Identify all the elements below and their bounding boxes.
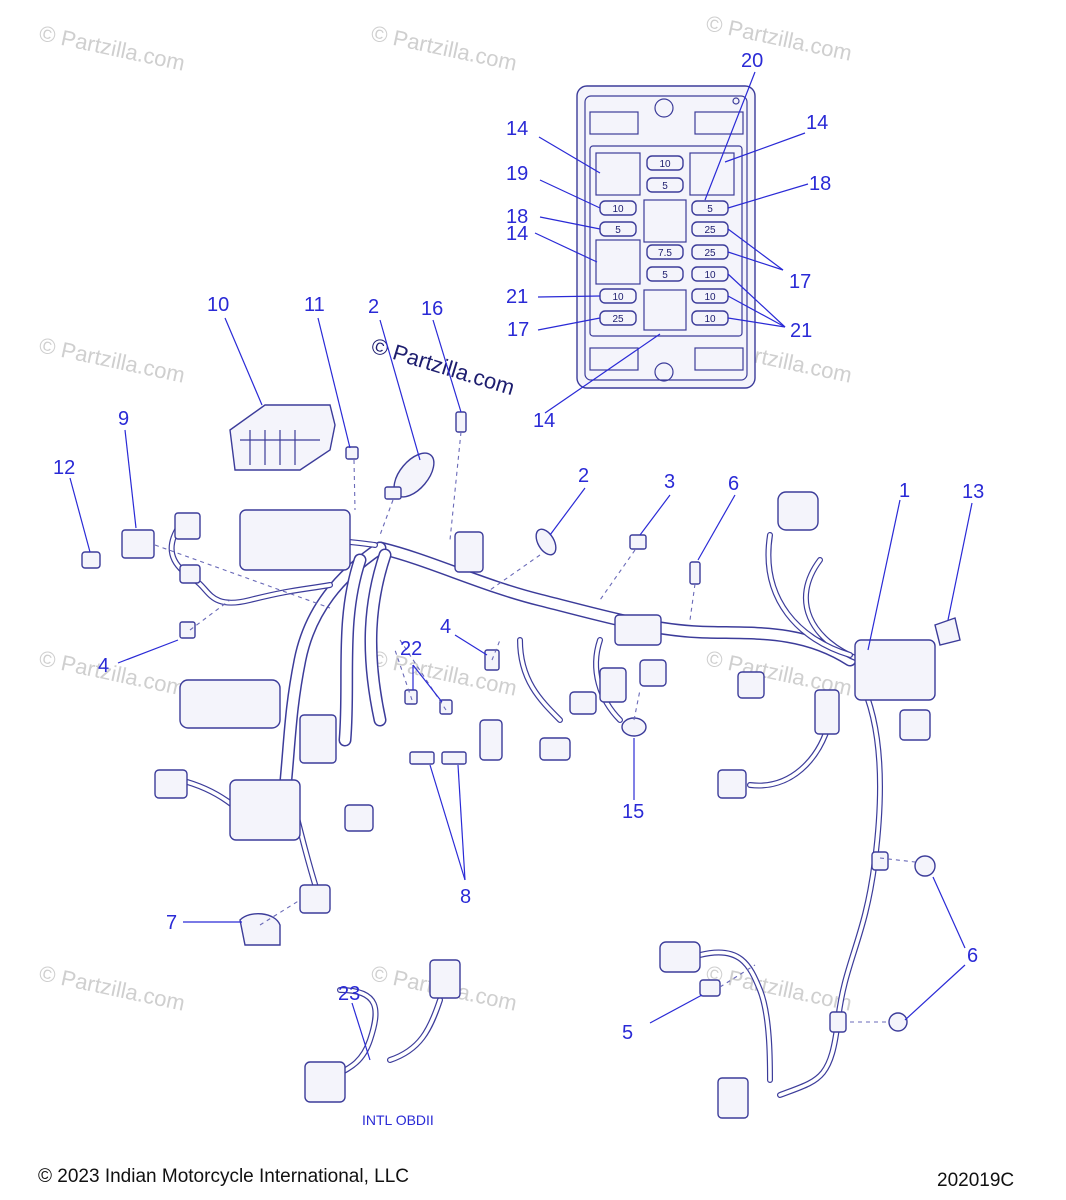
leader-lines: [69, 71, 973, 1061]
part-8-label: [409, 751, 435, 765]
part-9-relay: [121, 529, 155, 559]
diagram-id: 202019C: [937, 1170, 1015, 1191]
fuse: 5: [646, 177, 684, 193]
fuse: 10: [646, 155, 684, 171]
part-13-grommet: [934, 617, 961, 646]
fuse: 10: [691, 266, 729, 282]
fuse: 10: [599, 200, 637, 216]
watermark: © Partzilla.com: [37, 332, 187, 387]
callout-9: 9: [118, 408, 129, 430]
callout-23: 23: [338, 983, 360, 1005]
part-10-cover: [229, 404, 336, 471]
fuse-rating: 10: [704, 270, 716, 281]
callout-17: 17: [507, 319, 529, 341]
callout-14: 14: [506, 223, 528, 245]
fuse: 5: [599, 221, 637, 237]
callout-2: 2: [578, 465, 589, 487]
callout-12: 12: [53, 457, 75, 479]
fuse-rating: 10: [704, 292, 716, 303]
fuse-rating: 10: [659, 159, 671, 170]
fuse: 25: [691, 221, 729, 237]
fuse-rating: 10: [612, 292, 624, 303]
watermark: © Partzilla.com: [704, 10, 854, 65]
callout-10: 10: [207, 294, 229, 316]
callout-18: 18: [506, 206, 528, 228]
fuse-rating: 5: [662, 270, 668, 281]
part-5-clip: [699, 979, 721, 997]
fuse: 25: [599, 310, 637, 326]
fuse-rating: 25: [612, 314, 624, 325]
callout-21: 21: [506, 286, 528, 308]
fuse: 10: [691, 310, 729, 326]
part-4-clip: [179, 621, 196, 639]
callout-21: 21: [790, 320, 812, 342]
callout-7: 7: [166, 912, 177, 934]
watermark: © Partzilla.com: [369, 20, 519, 75]
part-6-push-pin: [689, 561, 701, 585]
callout-5: 5: [622, 1022, 633, 1044]
callout-4: 4: [440, 616, 451, 638]
part-12-clip: [81, 551, 101, 569]
obd-connector: [429, 959, 461, 999]
fuse: 7.5: [646, 244, 684, 260]
part-6-push-pin-b: [914, 855, 936, 877]
watermark: © Partzilla.com: [37, 645, 187, 700]
callout-16: 16: [421, 298, 443, 320]
callout-20: 20: [741, 50, 763, 72]
callout-15: 15: [622, 801, 644, 823]
watermark: © Partzilla.com: [37, 20, 187, 75]
assembly-lines: [154, 431, 916, 1023]
part-11-clip: [345, 446, 359, 460]
callout-3: 3: [664, 471, 675, 493]
fuse-box: 10 5 10 5 7.5 5 10 25 5 25 25 10 10 10: [576, 85, 756, 389]
ecu-connector: [179, 679, 281, 729]
callout-2: 2: [368, 296, 379, 318]
fuse: 10: [599, 288, 637, 304]
fuse-holder-harness: [239, 509, 351, 571]
watermark: © Partzilla.com: [704, 960, 854, 1015]
callout-14: 14: [506, 118, 528, 140]
callout-11: 11: [304, 294, 325, 316]
part-16-clip: [455, 411, 467, 433]
fuse: 5: [691, 200, 729, 216]
callout-6: 6: [728, 473, 739, 495]
callout-8: 8: [460, 886, 471, 908]
fuse-rating: 25: [704, 248, 716, 259]
obd-label: INTL OBDII: [362, 1112, 434, 1128]
callout-13: 13: [962, 481, 984, 503]
callout-14: 14: [533, 410, 555, 432]
fuse-rating: 25: [704, 225, 716, 236]
copyright-text: © 2023 Indian Motorcycle International, …: [38, 1166, 409, 1187]
fuse-rating: 7.5: [658, 248, 672, 259]
part-7-boot: [239, 913, 281, 946]
callout-18: 18: [809, 173, 831, 195]
watermark-center: © Partzilla.com: [369, 333, 518, 400]
fuse-rating: 5: [662, 181, 668, 192]
callout-14: 14: [806, 112, 828, 134]
fuse-rating: 10: [704, 314, 716, 325]
fuse-rating: 5: [615, 225, 621, 236]
part-15-clamp: [621, 717, 647, 737]
callout-19: 19: [506, 163, 528, 185]
fuse: 5: [646, 266, 684, 282]
part-2-tie-b: [535, 528, 557, 556]
fuse: 10: [691, 288, 729, 304]
fuse: 25: [691, 244, 729, 260]
part-3-clip: [629, 534, 647, 550]
fuse-rating: 5: [707, 204, 713, 215]
watermark: © Partzilla.com: [37, 960, 187, 1015]
connector-block-1: [854, 639, 936, 701]
callout-6: 6: [967, 945, 978, 967]
callout-17: 17: [789, 271, 811, 293]
callout-1: 1: [899, 480, 910, 502]
parts: [81, 404, 961, 1119]
callout-22: 22: [400, 638, 422, 660]
callouts: 1 2 2 3 4 4 5 6 6 7 8 9 10 11 12 13 14 1…: [53, 50, 984, 1128]
callout-4: 4: [98, 655, 109, 677]
fuse-rating: 10: [612, 204, 624, 215]
connector-top-right: [777, 491, 819, 531]
